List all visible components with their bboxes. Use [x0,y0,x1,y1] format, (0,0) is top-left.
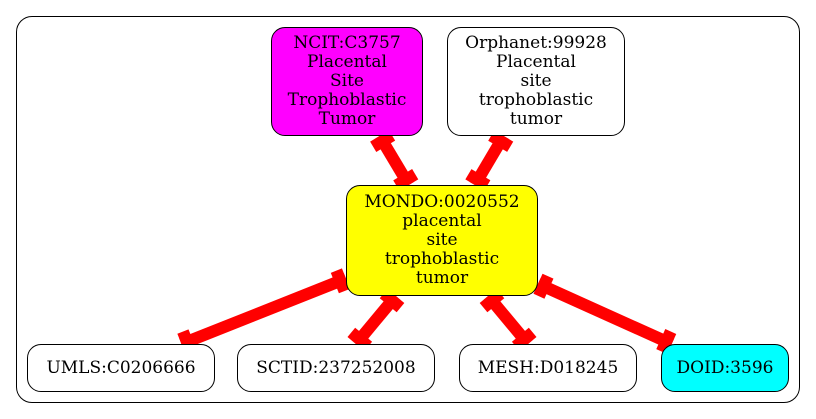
node-mesh-line: MESH:D018245 [477,357,619,378]
edge-mondo-doid [535,278,675,350]
node-umls-label: UMLS:C0206666 [46,357,196,378]
node-mondo-line: tumor [415,268,469,288]
edge-group [177,130,677,355]
edge-cap-mondo-doid-end [656,329,677,355]
edge-cap-mondo-umls-start [330,268,351,294]
node-ncit-line: Placental [307,52,387,72]
edge-mondo-umls [179,273,349,350]
node-orphanet-line: Orphanet:99928 [465,33,607,53]
node-sctid: SCTID:237252008 [237,344,435,392]
node-mondo-line: trophoblastic [384,249,500,269]
node-doid-line: DOID:3596 [676,357,774,378]
node-ncit-line: Site [330,71,364,91]
node-mesh-label: MESH:D018245 [477,357,619,378]
node-orphanet-line: Placental [496,52,576,72]
node-ncit-line: NCIT:C3757 [293,33,401,53]
edge-cap-mondo-doid-start [533,273,554,299]
node-orphanet-line: trophoblastic [478,90,594,110]
node-umls: UMLS:C0206666 [27,344,215,392]
node-ncit-line: Trophoblastic [287,90,407,110]
node-ncit-line: Tumor [318,109,376,129]
node-mondo-line: placental [402,211,482,231]
node-doid: DOID:3596 [661,344,789,392]
node-doid-label: DOID:3596 [676,357,774,378]
node-mesh: MESH:D018245 [459,344,637,392]
node-orphanet-line: tumor [509,109,563,129]
node-mondo-line: site [426,230,458,250]
node-umls-line: UMLS:C0206666 [46,357,196,378]
node-mondo-line: MONDO:0020552 [364,192,520,212]
node-orphanet-line: site [520,71,552,91]
node-sctid-line: SCTID:237252008 [256,357,416,378]
node-sctid-label: SCTID:237252008 [256,357,416,378]
